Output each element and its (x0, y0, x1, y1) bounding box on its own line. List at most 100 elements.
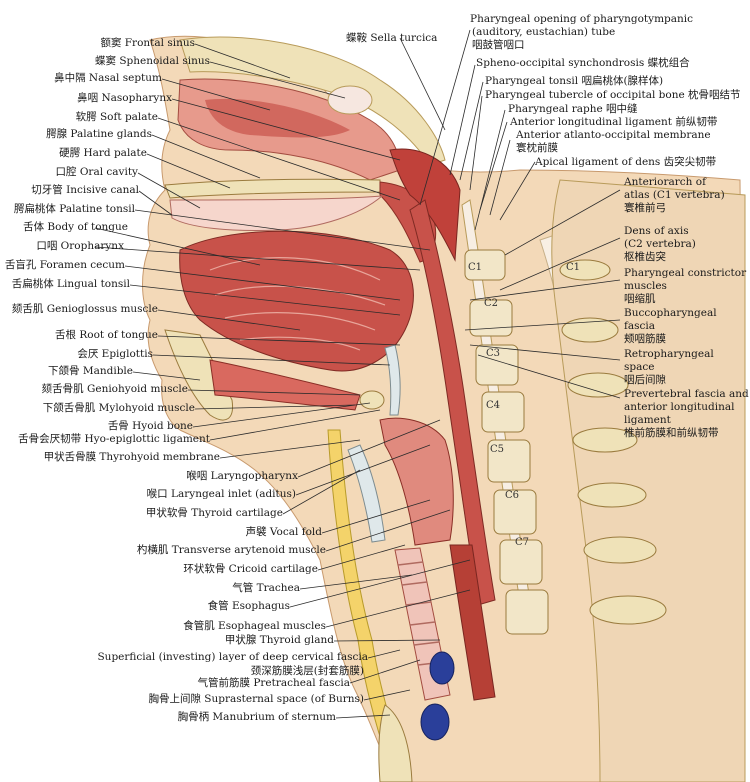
vertebra-label-c1-anterior: C1 (468, 262, 483, 273)
label-superficial-investing-layer: Superficial (investing) layer of deep ce… (97, 651, 368, 663)
label-thyrohyoid-membrane: 甲状舌骨膜 Thyrohyoid membrane (43, 451, 220, 463)
label-lingual-tonsil: 舌扁桃体 Lingual tonsil (11, 278, 130, 290)
label-prevertebral-fascia: Prevertebral fascia and anterior longitu… (624, 388, 749, 440)
label-root-of-tongue: 舌根 Root of tongue (55, 329, 158, 341)
hyoid-bone (359, 390, 385, 410)
brachiocephalic-vein (429, 651, 455, 685)
label-anterior-arch-atlas-line1: Anteriorarch of (624, 176, 706, 188)
thyroid-cartilage (347, 444, 386, 543)
label-superficial-investing-layer-cn: 颈深筋膜浅层(封套筋膜) (250, 665, 364, 677)
label-nasopharynx: 鼻咽 Nasopharynx (77, 92, 172, 104)
label-esophagus: 食管 Esophagus (207, 600, 290, 612)
label-buccopharyngeal-fascia-line1: Buccopharyngeal (624, 307, 717, 319)
label-pharyngeal-tubercle: Pharyngeal tubercle of occipital bone 枕骨… (485, 89, 741, 101)
label-sella-turcica: 蝶鞍 Sella turcica (346, 32, 438, 44)
nasal-mucosa (205, 98, 350, 138)
label-genioglossus-muscle: 颏舌肌 Genioglossus muscle (11, 303, 158, 315)
label-buccopharyngeal-fascia-line3: 颊咽筋膜 (624, 333, 666, 345)
label-prevertebral-fascia-line4: 椎前筋膜和前纵韧带 (624, 427, 719, 439)
label-palatine-tonsil: 腭扁桃体 Palatine tonsil (13, 203, 135, 215)
vertebra-label-c3: C3 (486, 348, 501, 359)
spinous-processes (559, 259, 667, 625)
label-pharyngeal-constrictor-line1: Pharyngeal constrictor (624, 267, 747, 279)
vertebra-label-c6: C6 (505, 490, 520, 501)
vertebra-label-c1-posterior: C1 (566, 262, 581, 273)
label-dens-of-axis-line1: Dens of axis (624, 225, 689, 237)
label-retropharyngeal-space-line2: space (624, 361, 655, 373)
manubrium (378, 704, 413, 782)
label-palatine-glands: 腭腺 Palatine glands (46, 128, 152, 140)
label-prevertebral-fascia-line1: Prevertebral fascia and (624, 388, 749, 400)
label-pharyngeal-raphe: Pharyngeal raphe 咽中缝 (508, 103, 638, 115)
vertebra-label-c2: C2 (484, 298, 499, 309)
label-dens-of-axis-line2: (C2 vertebra) (624, 238, 696, 250)
label-mylohyoid-muscle: 下颌舌骨肌 Mylohyoid muscle (42, 402, 195, 414)
vertebra-label-c4: C4 (486, 400, 501, 411)
vertebra-label-c7: C7 (515, 537, 530, 548)
label-retropharyngeal-space-line3: 咽后间隙 (624, 374, 666, 386)
label-anterior-longitudinal-ligament: Anterior longitudinal ligament 前纵韧带 (510, 116, 718, 128)
label-geniohyoid-muscle: 颏舌骨肌 Geniohyoid muscle (41, 383, 188, 395)
label-hyoid-bone: 舌骨 Hyoid bone (107, 420, 193, 432)
label-retropharyngeal-space: Retropharyngeal space 咽后间隙 (624, 348, 714, 387)
label-anterior-atlanto-occipital-2: 寰枕前膜 (516, 142, 558, 154)
label-frontal-sinus: 额窦 Frontal sinus (100, 37, 195, 49)
label-anterior-arch-atlas-line2: atlas (C1 vertebra) (624, 189, 725, 201)
label-pharyngeal-constrictor-line3: 咽缩肌 (624, 293, 656, 305)
label-suprasternal-space: 胸骨上间隙 Suprasternal space (of Burns) (148, 693, 364, 705)
leader-lines-left (94, 43, 471, 719)
skull-base (179, 36, 446, 166)
label-mandible: 下颌骨 Mandible (48, 365, 133, 377)
label-foramen-cecum: 舌盲孔 Foramen cecum (4, 259, 125, 271)
label-apical-ligament: Apical ligament of dens 齿突尖韧带 (535, 156, 717, 168)
floor-of-mouth (209, 359, 361, 411)
label-transverse-arytenoid: 杓横肌 Transverse arytenoid muscle (136, 544, 326, 556)
label-spheno-occipital: Spheno-occipital synchondrosis 蝶枕组合 (476, 57, 690, 69)
label-retropharyngeal-space-line1: Retropharyngeal (624, 348, 714, 360)
label-epiglottis: 会厌 Epiglottis (77, 348, 153, 360)
label-hard-palate: 硬腭 Hard palate (59, 147, 147, 159)
label-manubrium: 胸骨柄 Manubrium of sternum (177, 711, 336, 723)
label-cricoid-cartilage: 环状软骨 Cricoid cartilage (183, 563, 318, 575)
vertebral-bodies (464, 249, 549, 635)
label-anterior-arch-atlas-line3: 寰椎前弓 (624, 202, 666, 214)
label-pretracheal-fascia: 气管前筋膜 Pretracheal fascia (197, 677, 350, 689)
esophagus (449, 544, 496, 701)
label-laryngopharynx: 喉咽 Laryngopharynx (186, 470, 298, 482)
label-esophageal-muscles: 食管肌 Esophageal muscles (183, 620, 326, 632)
label-prevertebral-fascia-line3: ligament (624, 414, 671, 426)
label-nasal-septum: 鼻中隔 Nasal septum (54, 72, 162, 84)
label-pharyngeal-constrictor-line2: muscles (624, 280, 667, 292)
sphenoid-sinus (327, 85, 373, 115)
label-laryngeal-inlet: 喉口 Laryngeal inlet (aditus) (146, 488, 296, 500)
label-dens-of-axis: Dens of axis (C2 vertebra) 枢椎齿突 (624, 225, 696, 264)
label-buccopharyngeal-fascia: Buccopharyngeal fascia 颊咽筋膜 (624, 307, 717, 346)
epiglottis (384, 344, 401, 416)
label-buccopharyngeal-fascia-line2: fascia (624, 320, 656, 332)
larynx (379, 417, 454, 546)
leader-lines-right (399, 29, 621, 399)
label-pharyngeal-opening-3: 咽鼓管咽口 (472, 39, 525, 51)
label-thyroid-cartilage: 甲状软骨 Thyroid cartilage (145, 507, 283, 519)
vertebra-label-c5: C5 (490, 444, 505, 455)
label-soft-palate: 软腭 Soft palate (75, 111, 158, 123)
label-anterior-arch-atlas: Anteriorarch of atlas (C1 vertebra) 寰椎前弓 (624, 176, 725, 215)
label-vocal-fold: 声襞 Vocal fold (245, 526, 322, 538)
label-pharyngeal-opening-1: Pharyngeal opening of pharyngotympanic (470, 13, 694, 25)
label-anterior-atlanto-occipital-1: Anterior atlanto-occipital membrane (516, 129, 711, 141)
label-hyo-epiglottic-ligament: 舌骨会厌韧带 Hyo-epiglottic ligament (18, 433, 210, 445)
label-oral-cavity: 口腔 Oral cavity (55, 166, 138, 178)
label-prevertebral-fascia-line2: anterior longitudinal (624, 401, 735, 413)
aortic-vessel (420, 703, 450, 741)
label-trachea: 气管 Trachea (232, 582, 300, 594)
label-incisive-canal: 切牙管 Incisive canal (31, 184, 139, 196)
label-pharyngeal-tonsil: Pharyngeal tonsil 咽扁桃体(腺样体) (485, 75, 664, 87)
label-pharyngeal-constrictor: Pharyngeal constrictor muscles 咽缩肌 (624, 267, 746, 306)
label-body-of-tongue: 舌体 Body of tongue (23, 221, 128, 233)
label-oropharynx: 口咽 Oropharynx (36, 240, 124, 252)
label-pharyngeal-opening-2: (auditory, eustachian) tube (472, 26, 616, 38)
label-thyroid-gland: 甲状腺 Thyroid gland (224, 634, 334, 646)
pharynx-wall (409, 199, 496, 606)
